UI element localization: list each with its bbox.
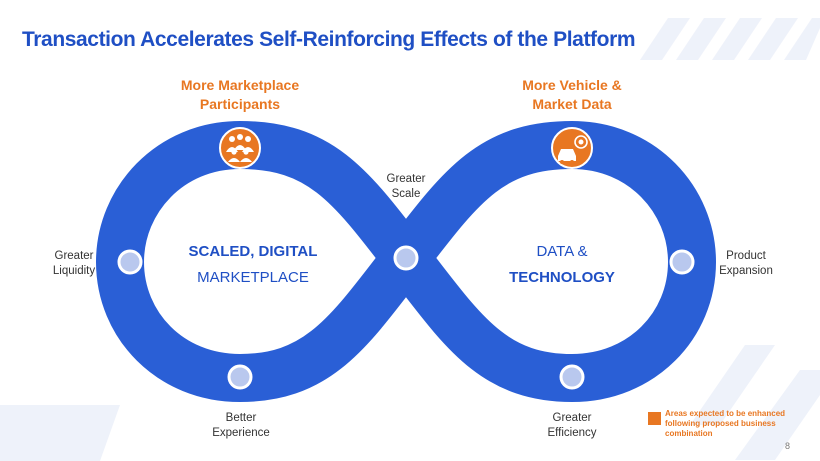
page-title: Transaction Accelerates Self-Reinforcing… bbox=[22, 28, 636, 51]
label-greater-liquidity-line2: Liquidity bbox=[52, 265, 96, 277]
header-right-line2: Market Data bbox=[532, 96, 612, 112]
label-better-experience-line2: Experience bbox=[212, 427, 270, 439]
label-greater-scale: Greater Scale bbox=[356, 172, 456, 202]
center-right-text: DATA & TECHNOLOGY bbox=[462, 239, 662, 291]
center-left-text: SCALED, DIGITAL MARKETPLACE bbox=[153, 239, 353, 291]
label-greater-liquidity: Greater Liquidity bbox=[24, 249, 124, 279]
label-better-experience: Better Experience bbox=[191, 411, 291, 441]
label-product-expansion-line2: Expansion bbox=[719, 265, 773, 277]
node-greater-liquidity bbox=[117, 249, 143, 275]
node-greater-scale bbox=[393, 245, 419, 271]
label-greater-scale-line2: Scale bbox=[391, 188, 421, 200]
legend-swatch bbox=[648, 412, 661, 425]
label-product-expansion: Product Expansion bbox=[696, 249, 796, 279]
car-target-icon bbox=[551, 127, 593, 169]
label-greater-scale-line1: Greater bbox=[386, 173, 426, 185]
center-left-line1: SCALED, DIGITAL bbox=[188, 243, 318, 260]
label-product-expansion-line1: Product bbox=[726, 250, 766, 262]
label-better-experience-line1: Better bbox=[225, 412, 257, 424]
center-right-line2: TECHNOLOGY bbox=[509, 269, 615, 286]
header-vehicle-market-data: More Vehicle & Market Data bbox=[482, 76, 662, 114]
label-greater-efficiency: Greater Efficiency bbox=[522, 411, 622, 441]
legend-text: Areas expected to be enhanced following … bbox=[665, 409, 786, 438]
center-right-line1: DATA & bbox=[536, 243, 588, 260]
center-left-line2: MARKETPLACE bbox=[197, 269, 309, 286]
header-left-line1: More Marketplace bbox=[180, 77, 300, 93]
label-greater-efficiency-line1: Greater bbox=[552, 412, 592, 424]
label-greater-liquidity-line1: Greater bbox=[54, 250, 94, 262]
header-marketplace-participants: More Marketplace Participants bbox=[150, 76, 330, 114]
node-greater-efficiency bbox=[559, 364, 585, 390]
people-group-icon bbox=[219, 127, 261, 169]
label-greater-efficiency-line2: Efficiency bbox=[547, 427, 597, 439]
header-left-line2: Participants bbox=[199, 96, 281, 112]
node-product-expansion bbox=[669, 249, 695, 275]
header-right-line1: More Vehicle & bbox=[522, 77, 622, 93]
page-number: 8 bbox=[785, 441, 791, 451]
loop-nodes bbox=[117, 245, 695, 390]
node-better-experience bbox=[227, 364, 253, 390]
